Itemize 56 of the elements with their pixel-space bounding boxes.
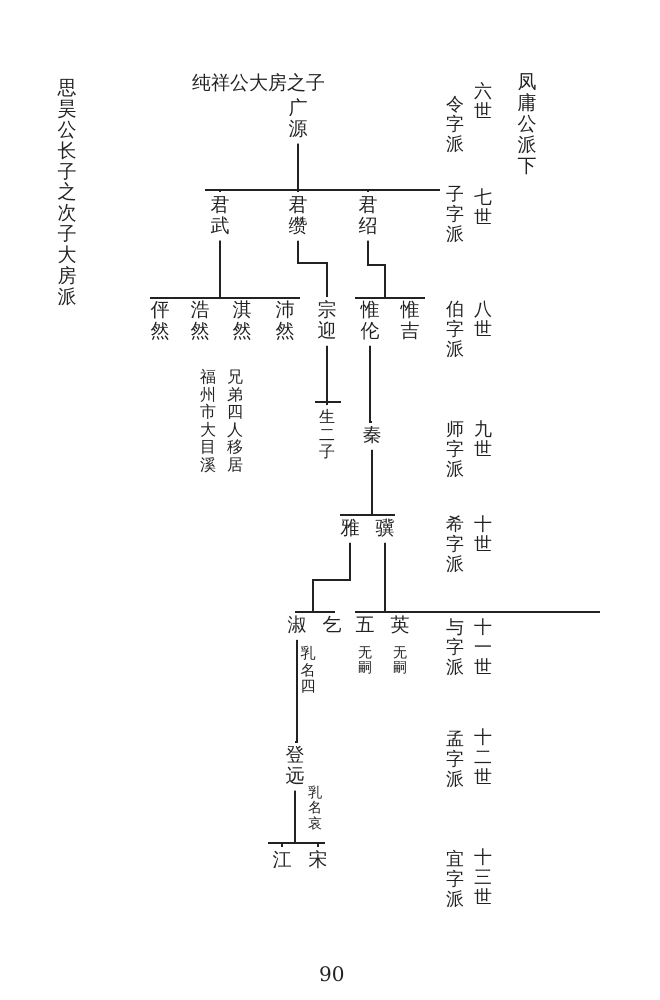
lineage-line	[312, 542, 351, 613]
person-name: 登远	[286, 745, 304, 787]
note-text: 乳名四	[300, 645, 316, 694]
branch-name: 子字派	[446, 185, 464, 244]
generation-label: 十一世	[474, 618, 492, 678]
person-name: 秦	[362, 425, 382, 446]
branch-name: 希字派	[446, 515, 464, 574]
person-name: 五	[356, 615, 374, 636]
lineage-line	[369, 346, 372, 423]
branch-name: 伯字派	[446, 300, 464, 360]
note-text: 乳名哀	[308, 786, 322, 832]
person-name: 浩然	[190, 300, 210, 342]
note-text: 无嗣	[393, 646, 407, 677]
person-name: 君武	[210, 195, 230, 237]
note-text: 无嗣	[358, 646, 372, 677]
page-number: 90	[319, 962, 344, 986]
person-name: 沛然	[276, 300, 294, 342]
branch-name: 孟字派	[446, 730, 464, 790]
person-name: 生二子	[319, 408, 335, 461]
person-name: 骥	[376, 518, 394, 539]
generation-label: 八世	[474, 300, 492, 340]
lineage-line	[297, 240, 328, 297]
person-name: 宗迎	[318, 300, 336, 342]
branch-name: 宜字派	[446, 850, 464, 910]
person-name: 惟伦	[360, 300, 380, 342]
person-name: 雅	[340, 518, 360, 539]
note-text: 兄弟四人移居	[227, 368, 243, 474]
generation-label: 十二世	[474, 728, 492, 788]
person-name: 君缵	[288, 195, 308, 237]
tree-heading: 纯祥公大房之子	[192, 71, 325, 96]
lineage-line	[295, 640, 298, 743]
person-name: 宋	[308, 850, 328, 871]
person-name: 淑	[288, 615, 306, 636]
branch-heading: 思昊公长子之次子大房派	[58, 78, 76, 308]
person-name: 君绍	[358, 195, 378, 237]
person-name: 广源	[288, 98, 308, 140]
generation-label: 九世	[474, 420, 492, 460]
branch-name: 令字派	[446, 95, 464, 154]
person-name: 惟吉	[400, 300, 420, 342]
branch-name: 师字派	[446, 420, 464, 480]
generation-label: 七世	[474, 188, 492, 228]
generation-label: 十世	[474, 515, 492, 555]
person-name: 江	[272, 850, 292, 871]
lineage-line	[371, 450, 386, 516]
note-text: 福州市大目溪	[200, 368, 216, 474]
person-name: 淇然	[232, 300, 252, 342]
generation-label: 十三世	[474, 848, 492, 908]
generation-label: 六世	[474, 82, 492, 122]
person-name: 英	[390, 615, 410, 636]
branch-name: 与字派	[446, 618, 464, 678]
lineage-line	[297, 144, 369, 192]
lineage-line	[326, 346, 328, 405]
person-name: 伻然	[150, 300, 170, 342]
person-name: 乞	[322, 615, 342, 636]
lineage-line	[294, 790, 319, 847]
branch-heading: 凤庸公派下	[518, 72, 536, 176]
